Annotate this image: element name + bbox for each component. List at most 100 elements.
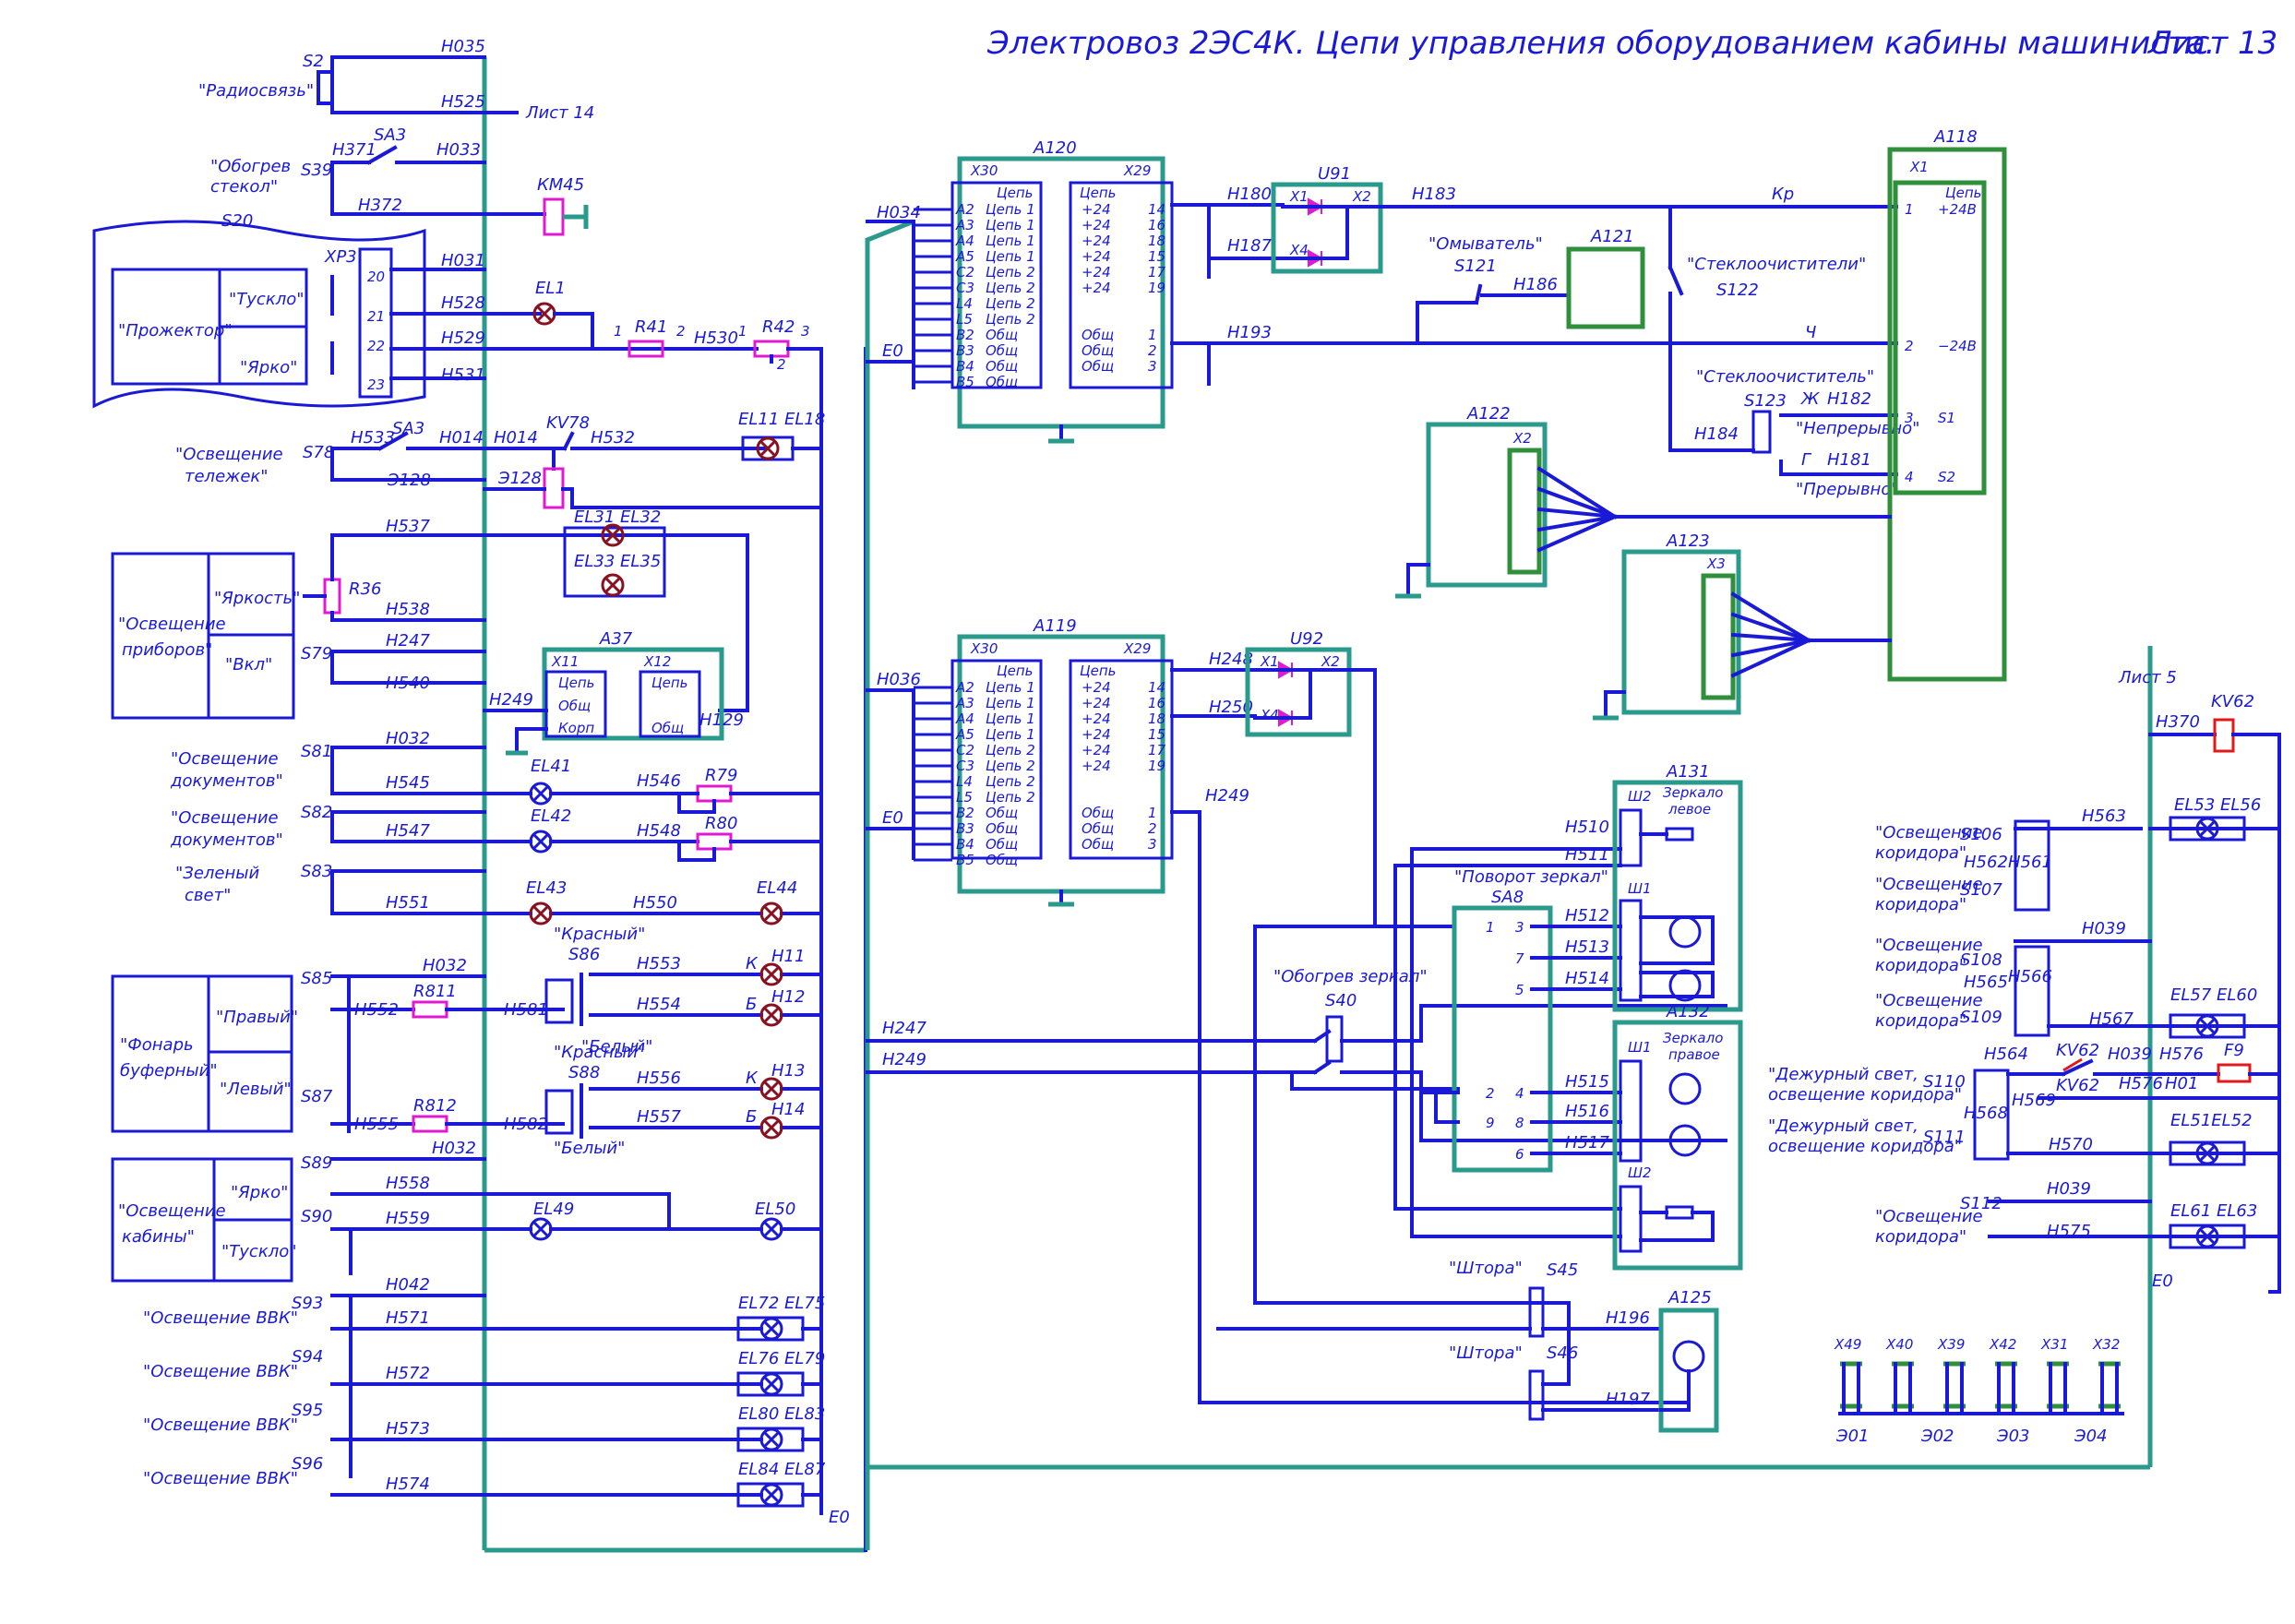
- svg-text:"Дежурный свет,: "Дежурный свет,: [1768, 1116, 1918, 1136]
- svg-text:"Освещение: "Освещение: [1875, 823, 1983, 842]
- svg-text:Н559: Н559: [386, 1209, 430, 1228]
- terminal-label: Общ: [1082, 342, 1114, 359]
- wire-curtain-feed: [1253, 925, 1571, 1305]
- svg-text:S121: S121: [1454, 257, 1497, 276]
- svg-text:Н514: Н514: [1565, 969, 1609, 988]
- connector-label: Х32: [2092, 1336, 2120, 1353]
- terminal-id: В4: [956, 836, 974, 853]
- svg-text:S108: S108: [1960, 950, 2002, 970]
- svg-text:кабины": кабины": [122, 1227, 195, 1247]
- svg-text:документов": документов": [170, 771, 283, 791]
- terminal-id: 14: [1148, 679, 1165, 696]
- sheet-number: Лист 13: [2146, 25, 2277, 62]
- svg-text:4: 4: [1905, 469, 1914, 485]
- svg-text:2: 2: [1486, 1085, 1495, 1102]
- svg-text:буферный": буферный": [120, 1061, 218, 1081]
- svg-text:Н566: Н566: [2008, 967, 2052, 986]
- svg-text:SA3: SA3: [392, 419, 424, 438]
- terminal-label: Цепь 2: [986, 773, 1035, 790]
- svg-text:"Поворот зеркал": "Поворот зеркал": [1454, 867, 1608, 887]
- terminal-id: 3: [1148, 836, 1157, 853]
- lamp-h14: [759, 1116, 783, 1140]
- svg-text:Н129: Н129: [699, 710, 744, 730]
- curtain-switches: "Штора" S45 "Штора" S46 Н196 Н197 А125: [1216, 1259, 1719, 1433]
- svg-text:Н574: Н574: [386, 1475, 430, 1494]
- svg-text:"Освещение: "Освещение: [1875, 1207, 1983, 1226]
- svg-text:−24В: −24В: [1938, 338, 1977, 354]
- svg-text:Н562: Н562: [1964, 853, 2008, 872]
- svg-text:S94: S94: [292, 1347, 323, 1367]
- svg-text:S1: S1: [1938, 410, 1955, 426]
- svg-text:"Обогрев: "Обогрев: [210, 157, 291, 176]
- svg-text:S45: S45: [1547, 1260, 1578, 1280]
- wire-u92-out: [1373, 668, 1455, 928]
- terminal-id: А3: [955, 695, 974, 711]
- svg-text:F9: F9: [2224, 1041, 2244, 1060]
- terminal-label: Общ: [1082, 820, 1114, 837]
- terminal-id: 15: [1148, 248, 1165, 265]
- svg-text:Н547: Н547: [386, 821, 430, 841]
- terminal-label: +24: [1082, 233, 1111, 249]
- svg-text:Н528: Н528: [441, 293, 485, 313]
- svg-text:S122: S122: [1716, 281, 1759, 300]
- svg-text:R36: R36: [349, 579, 381, 599]
- terminal-id: А2: [955, 679, 974, 696]
- lamp-el1-label: EL1: [535, 279, 566, 298]
- svg-text:S112: S112: [1960, 1194, 2002, 1213]
- svg-text:"Фонарь: "Фонарь: [120, 1035, 194, 1055]
- svg-text:Н517: Н517: [1565, 1133, 1609, 1152]
- terminal-id: 17: [1148, 264, 1166, 281]
- svg-text:EL42: EL42: [531, 806, 571, 826]
- buffer-lights-group: "Фонарь буферный" "Правый" "Левый" S85 S…: [111, 925, 823, 1158]
- terminal-label: Общ: [986, 327, 1018, 343]
- svg-text:Н034: Н034: [877, 203, 921, 222]
- svg-text:"Освещение: "Освещение: [118, 1201, 226, 1221]
- svg-text:Ч: Ч: [1805, 323, 1816, 342]
- svg-text:1: 1: [1486, 919, 1495, 936]
- svg-text:EL11 EL18: EL11 EL18: [738, 410, 825, 429]
- svg-text:Н513: Н513: [1565, 937, 1609, 957]
- svg-text:"Освещение: "Освещение: [1875, 991, 1983, 1010]
- svg-text:S2: S2: [303, 52, 324, 71]
- svg-text:"Яркость": "Яркость": [214, 589, 300, 608]
- svg-text:Н036: Н036: [877, 670, 921, 689]
- lamp-el80: [759, 1427, 783, 1451]
- svg-text:5: 5: [1515, 982, 1524, 998]
- svg-text:"Освещение: "Освещение: [118, 615, 226, 634]
- svg-text:S111: S111: [1923, 1128, 1966, 1147]
- terminal-label: Общ: [986, 852, 1018, 868]
- terminal-label: Общ: [1082, 805, 1114, 821]
- svg-text:Н196: Н196: [1606, 1308, 1650, 1328]
- module-a120: А120 Х30 Х29 Цепь Цепь Н034 Е0 Н180 Н187…: [866, 138, 1898, 444]
- lamp-el72: [759, 1317, 783, 1341]
- svg-text:2: 2: [1905, 338, 1914, 354]
- svg-text:Н557: Н557: [637, 1107, 681, 1127]
- svg-text:Цепь: Цепь: [1080, 663, 1117, 679]
- wire-mirror-r-return: [1393, 864, 1622, 1211]
- svg-text:1: 1: [738, 323, 747, 340]
- terminal-label: +24: [1082, 695, 1111, 711]
- svg-text:документов": документов": [170, 830, 283, 850]
- svg-text:Н556: Н556: [637, 1069, 681, 1088]
- wiper-switch-s122: "Стеклоочистители" S122 Ч: [1667, 205, 1866, 345]
- svg-text:"Стеклоочистители": "Стеклоочистители": [1687, 255, 1866, 274]
- lamp-el51: [2195, 1141, 2219, 1165]
- terminal-id: С3: [956, 758, 974, 774]
- svg-text:EL51EL52: EL51EL52: [2170, 1111, 2253, 1130]
- center-supply-bus: [865, 219, 914, 1550]
- lamp-el84: [759, 1483, 783, 1507]
- svg-text:9: 9: [1486, 1115, 1495, 1131]
- svg-text:Н187: Н187: [1227, 236, 1272, 256]
- svg-text:освещение коридора": освещение коридора": [1768, 1085, 1962, 1105]
- svg-text:S20: S20: [221, 211, 253, 231]
- svg-text:Н553: Н553: [637, 954, 681, 973]
- vvk-lighting-group: "Освещение ВВК" "Освещение ВВК" "Освещен…: [143, 1275, 826, 1508]
- svg-text:Х2: Х2: [1352, 188, 1371, 205]
- svg-text:Н031: Н031: [441, 251, 485, 270]
- svg-text:Н568: Н568: [1964, 1104, 2008, 1123]
